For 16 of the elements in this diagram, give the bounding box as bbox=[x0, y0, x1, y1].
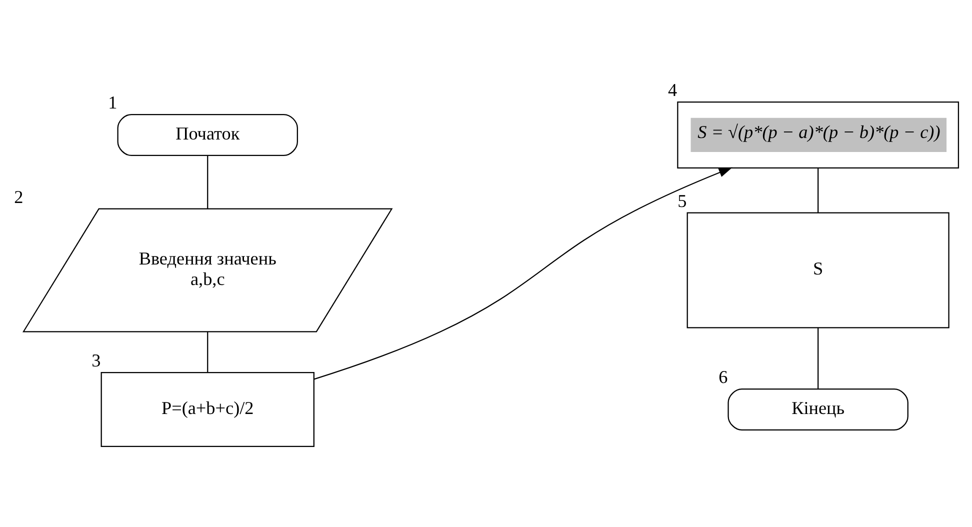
node-label: 1 bbox=[108, 92, 118, 112]
node-label: 6 bbox=[718, 366, 728, 387]
node-label: 3 bbox=[92, 350, 101, 370]
connector bbox=[207, 154, 208, 208]
node-box: Початок bbox=[117, 113, 298, 156]
node-label: 2 bbox=[14, 186, 24, 206]
node-label: 5 bbox=[678, 190, 687, 210]
node-box: S = √(p*(p − a)*(p − b)*(p − c)) bbox=[677, 100, 960, 168]
node-box: Кінець bbox=[728, 388, 908, 430]
node-box: S bbox=[686, 212, 950, 328]
arrow bbox=[314, 166, 732, 380]
connector bbox=[207, 331, 208, 372]
node-box: P=(a+b+c)/2 bbox=[100, 372, 314, 447]
connector bbox=[818, 167, 819, 212]
connector bbox=[818, 327, 819, 388]
node-label: 4 bbox=[668, 80, 678, 100]
